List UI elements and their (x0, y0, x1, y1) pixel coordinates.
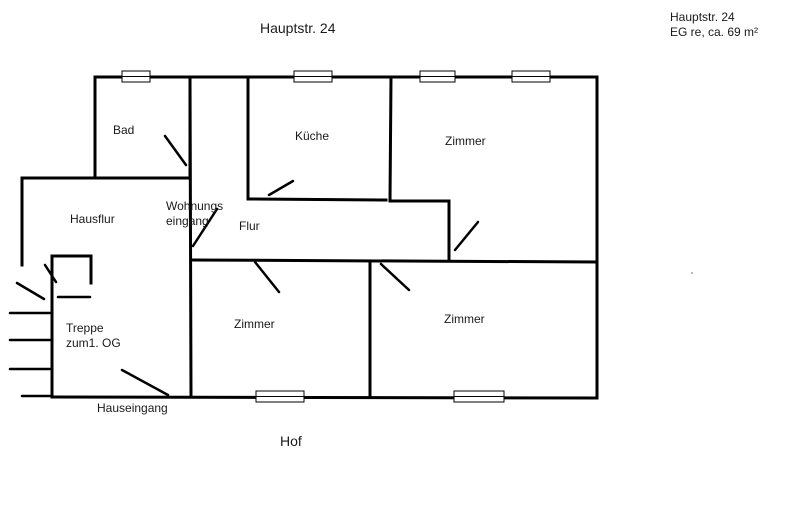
door-zimmer-bottom-left (253, 260, 281, 294)
walls (20, 75, 599, 400)
kueche-walls (246, 75, 388, 202)
label-wohnungseingang-2: eingang (166, 214, 209, 228)
label-hauseingang: Hauseingang (97, 401, 168, 415)
room-label-zimmer-bottom-left: Zimmer (234, 317, 275, 331)
stair-step (43, 263, 58, 284)
room-label-flur: Flur (239, 219, 260, 233)
zimmer-left-wall (388, 75, 393, 203)
info-area: EG re, ca. 69 m² (670, 25, 759, 39)
stair-step (15, 281, 46, 301)
label-wohnungseingang-1: Wohnungs (166, 199, 224, 213)
plan-title: Hauptstr. 24 (260, 20, 336, 36)
label-treppe-2: zum1. OG (66, 336, 121, 350)
room-label-zimmer-top: Zimmer (445, 134, 486, 148)
stairs (8, 263, 92, 398)
door-wohnungseingang (191, 207, 219, 248)
door-kueche (267, 179, 295, 197)
room-label-kueche: Küche (295, 129, 330, 143)
room-label-bad: Bad (113, 123, 135, 137)
door-zimmer-bottom-right (379, 262, 411, 292)
stair-landing-wall (50, 254, 93, 285)
door-zimmer-top (453, 220, 480, 252)
room-label-zimmer-bottom-right: Zimmer (444, 312, 485, 326)
stray-dot (691, 272, 693, 274)
label-hof: Hof (280, 433, 302, 449)
flur-right-wall (388, 199, 451, 263)
bad-walls (93, 75, 192, 180)
flur-left-wall (188, 75, 193, 399)
door-bad (163, 134, 188, 167)
label-treppe-1: Treppe (66, 321, 104, 335)
middle-wall (190, 258, 599, 264)
windows (121, 70, 551, 403)
hausflur-walls (20, 176, 192, 267)
door-hauseingang (120, 368, 170, 397)
doors (120, 134, 480, 397)
room-label-hausflur: Hausflur (70, 212, 115, 226)
bottom-wall (50, 395, 599, 400)
info-address: Hauptstr. 24 (670, 10, 735, 24)
